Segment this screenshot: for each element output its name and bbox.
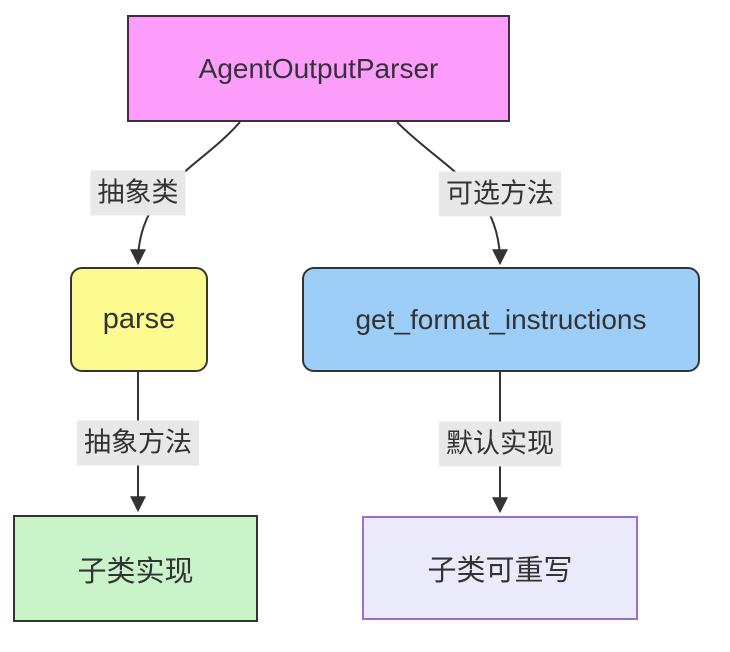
node-parse: parse [70, 267, 208, 372]
edge-label-default-implementation: 默认实现 [439, 421, 561, 467]
node-subclass-overridable: 子类可重写 [362, 516, 638, 620]
node-subclass-implements: 子类实现 [13, 515, 258, 622]
edge-label-optional-method: 可选方法 [439, 171, 561, 217]
edge-label-abstract-class: 抽象类 [90, 170, 186, 216]
node-get-format-instructions: get_format_instructions [302, 267, 700, 372]
node-agent-output-parser: AgentOutputParser [127, 15, 510, 122]
edge-label-abstract-method: 抽象方法 [77, 420, 199, 466]
